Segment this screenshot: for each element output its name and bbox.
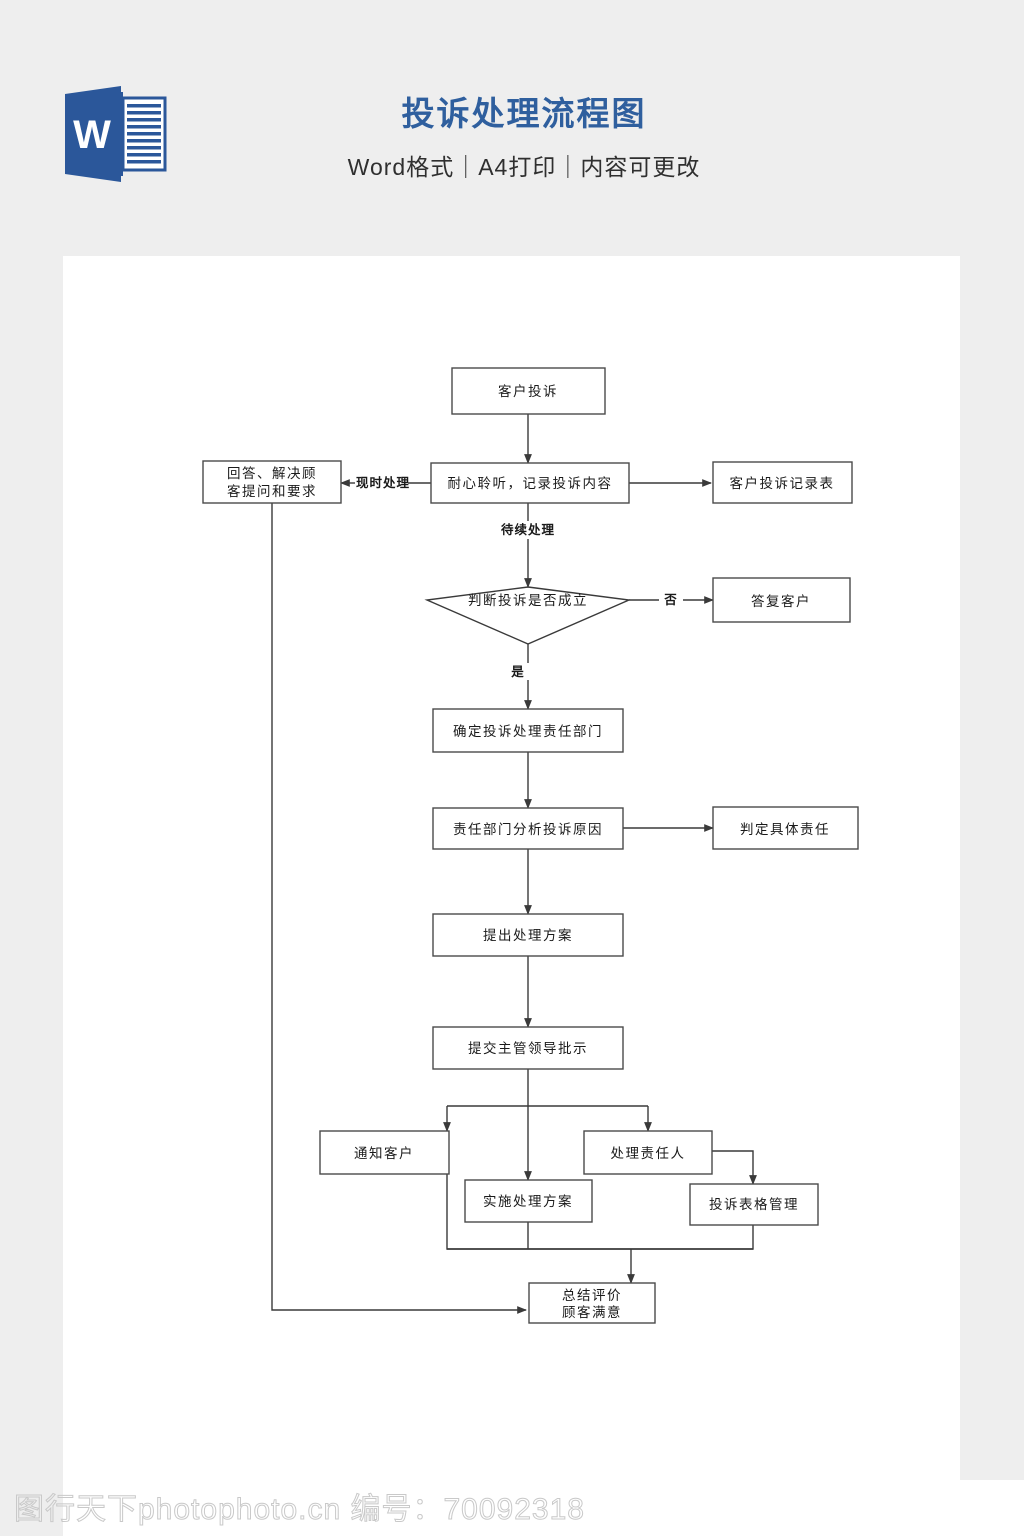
node-label: 通知客户	[354, 1145, 414, 1161]
edge-label-no: 否	[663, 593, 678, 607]
watermark: 图行天下photophoto.cn 编号：70092318	[14, 1493, 585, 1527]
node-label: 实施处理方案	[483, 1193, 573, 1209]
document-page: 客户投诉 耐心聆听，记录投诉内容 回答、解决顾 客提问和要求 客户投诉记录表 判…	[63, 256, 960, 1480]
node-label-line2: 顾客满意	[562, 1304, 622, 1320]
node-label: 投诉表格管理	[709, 1197, 799, 1212]
flow-node-submit-approval[interactable]: 提交主管领导批示	[432, 1026, 624, 1070]
edge-label-realtime: 现时处理	[356, 475, 410, 490]
node-label: 答复客户	[751, 593, 811, 609]
edge-n15-collector	[631, 1224, 754, 1250]
flow-node-assign-department[interactable]: 确定投诉处理责任部门	[432, 708, 624, 753]
node-label-line2: 客提问和要求	[227, 483, 317, 499]
flow-node-propose-solution[interactable]: 提出处理方案	[432, 913, 624, 957]
flow-node-answer-resolve[interactable]: 回答、解决顾 客提问和要求	[202, 460, 342, 504]
node-label: 客户投诉	[498, 383, 558, 399]
svg-text:W: W	[73, 113, 111, 157]
title-block: 投诉处理流程图 Word格式｜A4打印｜内容可更改	[184, 92, 864, 184]
flow-node-customer-complaint[interactable]: 客户投诉	[451, 367, 606, 415]
flow-node-reply-customer[interactable]: 答复客户	[712, 577, 851, 623]
node-label: 判断投诉是否成立	[468, 593, 588, 608]
node-label: 耐心聆听，记录投诉内容	[448, 475, 613, 491]
node-label: 提交主管领导批示	[468, 1040, 588, 1056]
edge-label-yes: 是	[510, 665, 525, 679]
node-label: 提出处理方案	[483, 927, 573, 943]
flow-node-form-management[interactable]: 投诉表格管理	[689, 1183, 819, 1226]
page-title: 投诉处理流程图	[401, 95, 647, 132]
flow-node-implement-solution[interactable]: 实施处理方案	[464, 1179, 593, 1223]
page-subtitle: Word格式｜A4打印｜内容可更改	[347, 154, 701, 180]
edge-n13-n15	[712, 1150, 757, 1185]
node-label: 客户投诉记录表	[730, 475, 835, 491]
edge-n3-n16-feedback	[271, 503, 527, 1314]
flow-node-responsible-person[interactable]: 处理责任人	[583, 1130, 713, 1175]
flow-node-summary-satisfaction[interactable]: 总结评价 顾客满意	[528, 1282, 656, 1324]
flow-node-notify-customer[interactable]: 通知客户	[319, 1130, 450, 1175]
node-label: 确定投诉处理责任部门	[453, 724, 603, 739]
complaint-handling-flowchart: 客户投诉 耐心聆听，记录投诉内容 回答、解决顾 客提问和要求 客户投诉记录表 判…	[202, 367, 859, 1324]
footer-left-pad	[0, 1480, 63, 1536]
word-icon: W	[65, 86, 167, 182]
footer-strip	[0, 1480, 1024, 1536]
node-label: 责任部门分析投诉原因	[453, 822, 603, 837]
flow-node-complaint-record-form[interactable]: 客户投诉记录表	[712, 461, 853, 504]
flow-node-listen-record[interactable]: 耐心聆听，记录投诉内容	[430, 462, 630, 504]
node-label-line1: 总结评价	[562, 1288, 622, 1303]
flow-node-complaint-valid-decision[interactable]: 判断投诉是否成立	[424, 586, 632, 645]
node-label-line1: 回答、解决顾	[227, 465, 317, 481]
node-label: 处理责任人	[611, 1146, 686, 1161]
flow-node-determine-responsibility[interactable]: 判定具体责任	[712, 806, 859, 850]
node-label: 判定具体责任	[740, 822, 830, 837]
flow-node-analyze-cause[interactable]: 责任部门分析投诉原因	[432, 807, 624, 850]
edge-label-pending: 待续处理	[501, 522, 555, 537]
page-header: W 投诉处理流程图 Word格式｜A4打印｜内容可更改	[0, 0, 1024, 256]
